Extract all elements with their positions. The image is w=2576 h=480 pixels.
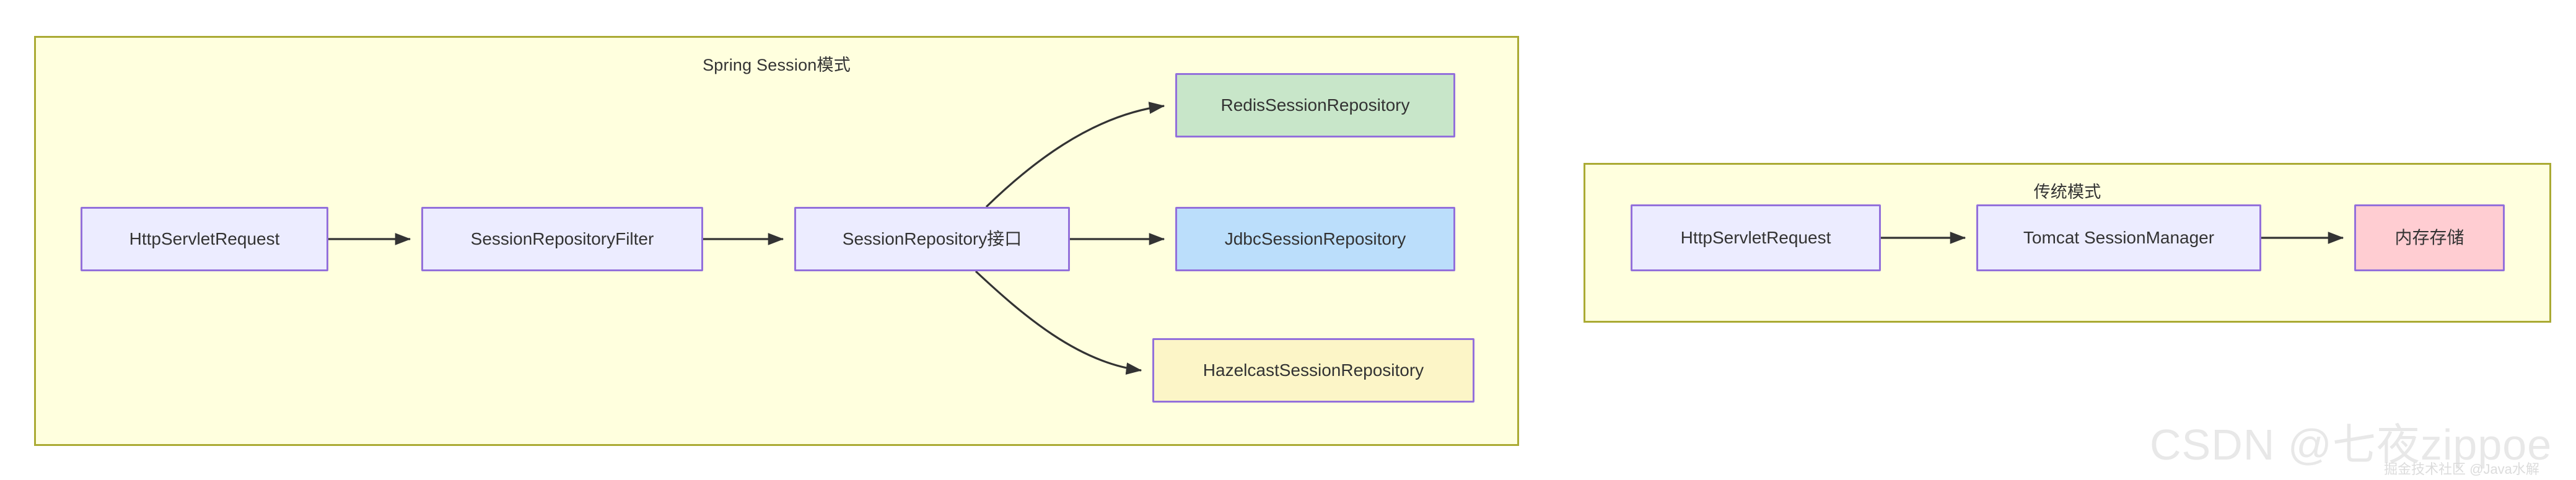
node-label: SessionRepository接口 — [842, 229, 1022, 249]
node-tomcat-session-manager[interactable]: Tomcat SessionManager — [1976, 204, 2261, 271]
watermark-secondary: 掘金技术社区 @Java水解 — [2384, 461, 2539, 477]
node-hazelcast-session-repository[interactable]: HazelcastSessionRepository — [1152, 338, 1474, 403]
node-label: 内存存储 — [2394, 228, 2464, 248]
node-label: JdbcSessionRepository — [1224, 229, 1406, 249]
node-session-repository-filter[interactable]: SessionRepositoryFilter — [421, 207, 703, 271]
node-label: HazelcastSessionRepository — [1203, 360, 1424, 380]
node-label: RedisSessionRepository — [1220, 95, 1410, 115]
node-label: Tomcat SessionManager — [2023, 228, 2215, 248]
subgraph-title-spring-session-mode: Spring Session模式 — [703, 56, 851, 74]
node-redis-session-repository[interactable]: RedisSessionRepository — [1175, 73, 1455, 137]
node-http-servlet-request-2[interactable]: HttpServletRequest — [1631, 204, 1881, 271]
node-label: SessionRepositoryFilter — [470, 229, 654, 249]
node-http-servlet-request-1[interactable]: HttpServletRequest — [81, 207, 328, 271]
watermark-primary: CSDN @七夜zippoe — [2150, 421, 2552, 469]
node-memory-storage[interactable]: 内存存储 — [2354, 204, 2505, 271]
node-jdbc-session-repository[interactable]: JdbcSessionRepository — [1175, 207, 1455, 271]
subgraph-title-traditional-mode: 传统模式 — [2033, 183, 2101, 201]
node-session-repository-api[interactable]: SessionRepository接口 — [794, 207, 1070, 271]
node-label: HttpServletRequest — [129, 229, 280, 249]
node-label: HttpServletRequest — [1680, 228, 1831, 248]
